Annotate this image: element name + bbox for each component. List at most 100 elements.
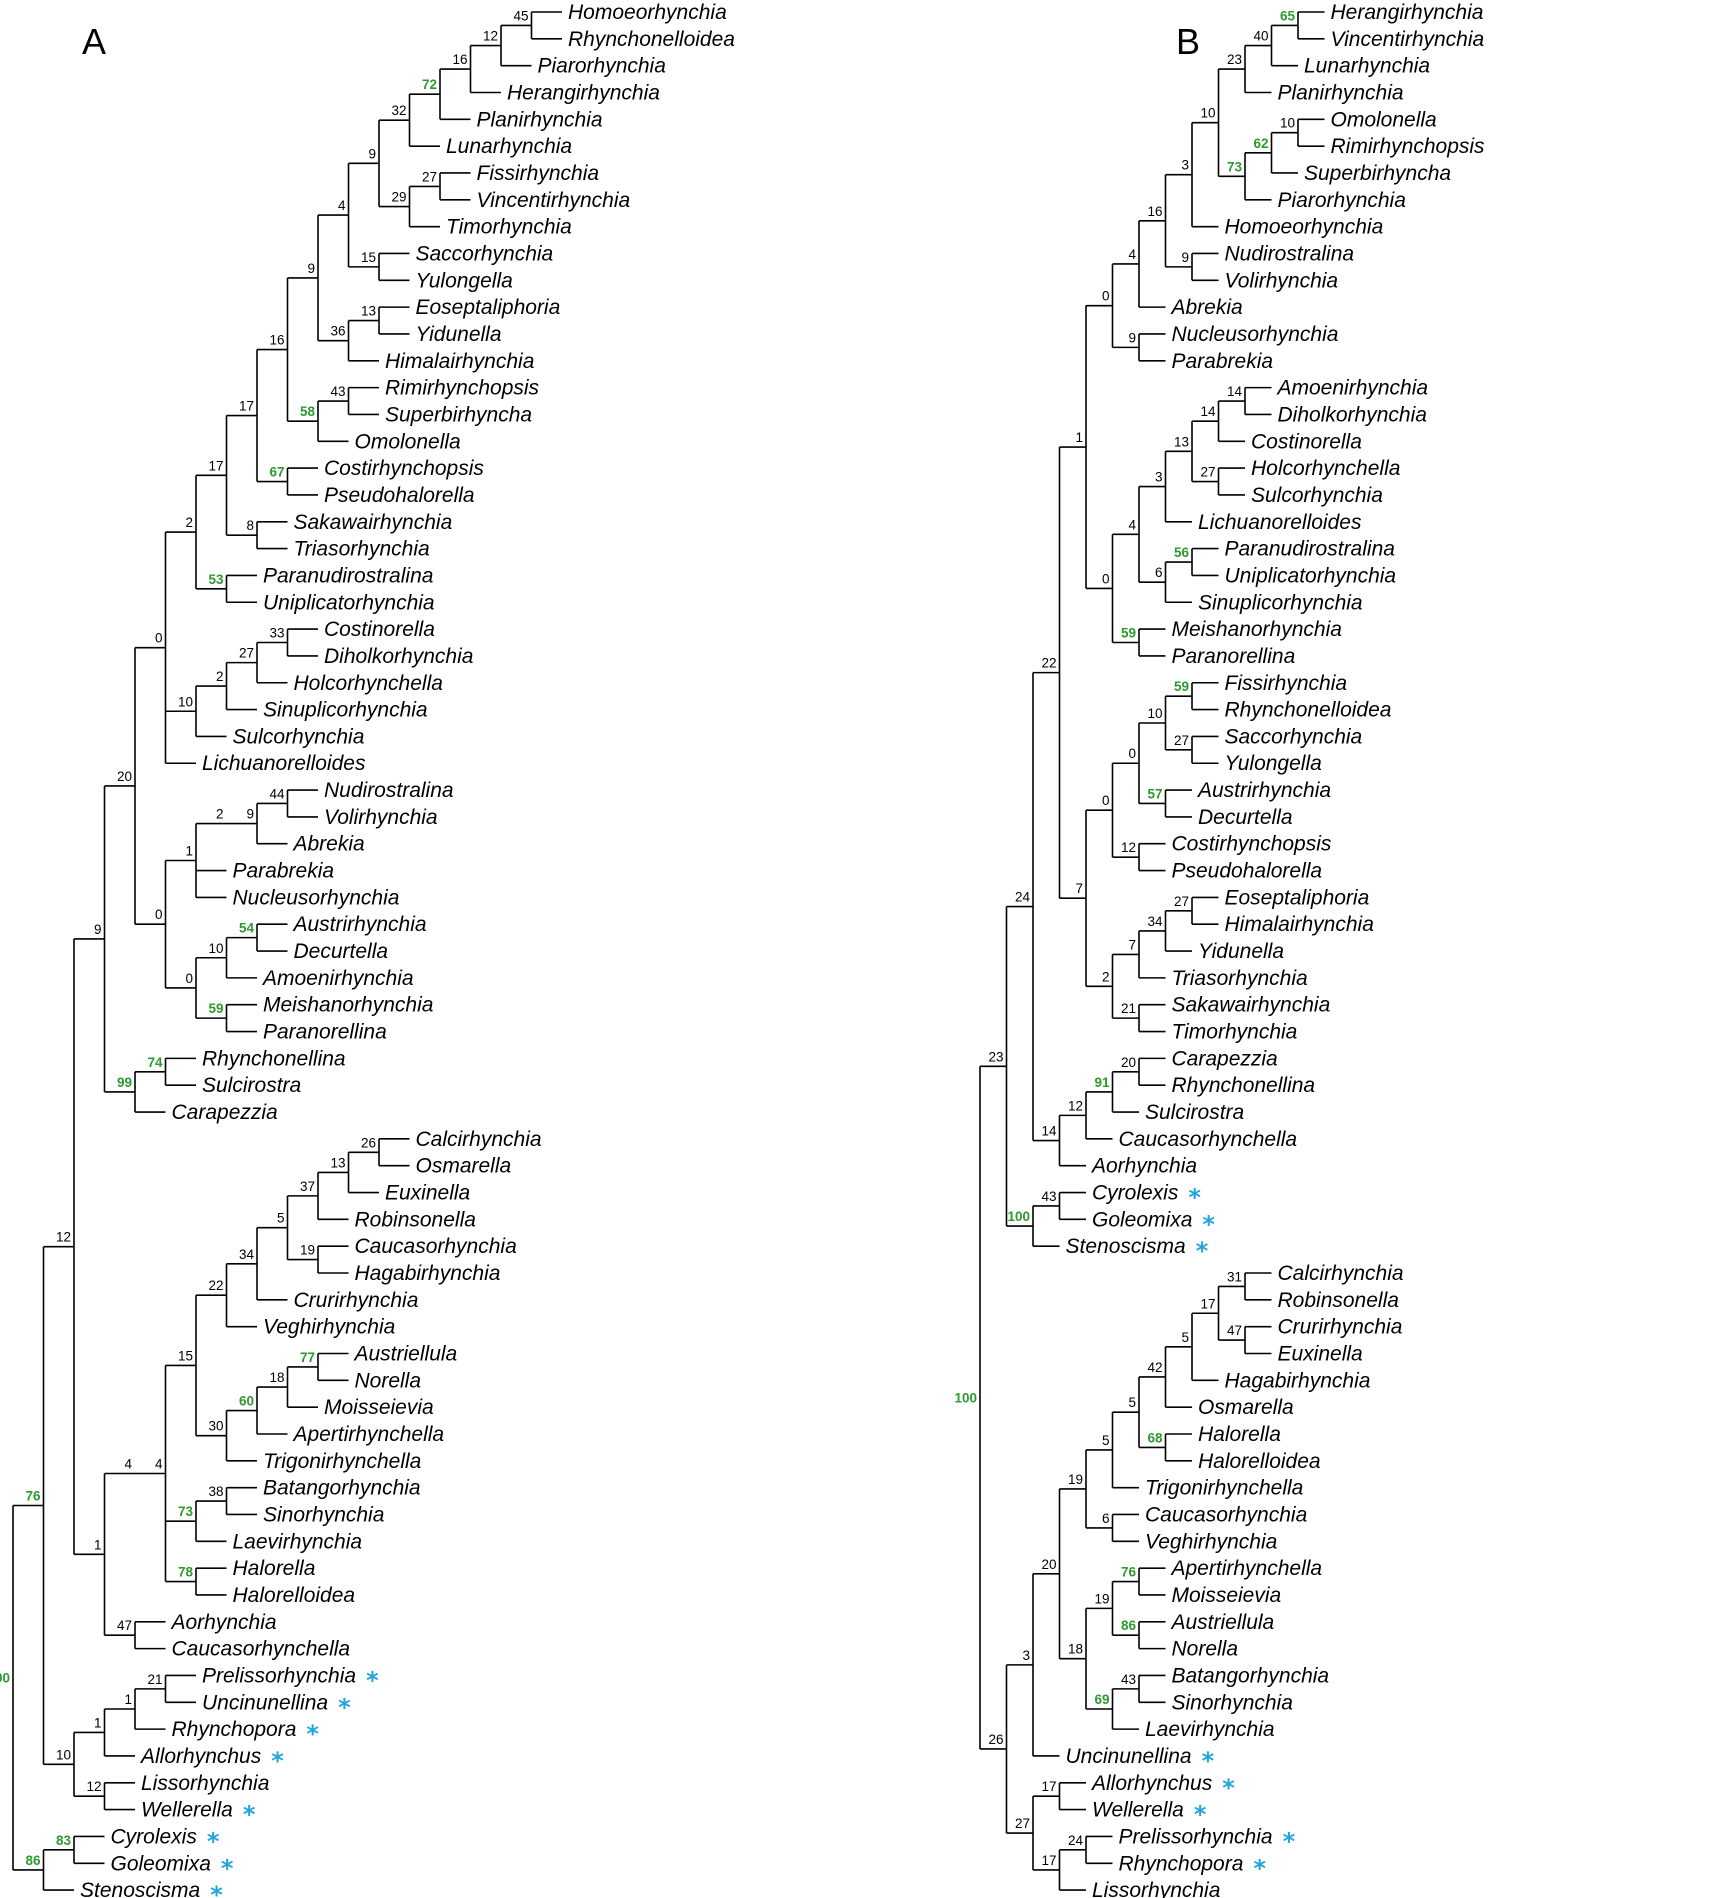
panel-a-label: A <box>82 21 106 62</box>
taxon-label: Pseudohalorella <box>324 484 475 507</box>
support-value: 86 <box>1121 1618 1137 1633</box>
taxon-label: Parabrekia <box>1172 350 1274 373</box>
taxon-label: Paranudirostralina <box>263 564 433 587</box>
taxon-label: Holcorhynchella <box>294 672 443 695</box>
taxon-label: Moisseievia <box>1172 1584 1282 1607</box>
taxon-label: Amoenirhynchia <box>1276 377 1429 400</box>
support-value: 0 <box>1102 793 1110 808</box>
support-value: 40 <box>1253 29 1268 44</box>
support-value: 21 <box>147 1672 162 1687</box>
support-value: 17 <box>1041 1853 1056 1868</box>
taxon-label: Sinuplicorhynchia <box>1198 591 1363 614</box>
support-value: 86 <box>25 1853 41 1868</box>
support-value: 76 <box>1121 1565 1137 1580</box>
support-value: 10 <box>1147 706 1162 721</box>
taxon-label: Eoseptaliphoria <box>416 296 561 319</box>
taxon-label: Prelissorhynchia <box>202 1664 356 1687</box>
support-value: 20 <box>1121 1055 1136 1070</box>
taxon-label: Superbirhyncha <box>385 403 532 426</box>
taxon-label: Homoeorhynchia <box>1225 216 1384 239</box>
taxon-label: Costinorella <box>324 618 435 641</box>
taxon-label: Timorhynchia <box>446 216 572 239</box>
support-value: 23 <box>988 1049 1003 1064</box>
taxon-label: Caucasorhynchia <box>1145 1503 1307 1526</box>
taxon-label: Diholkorhynchia <box>1278 403 1427 426</box>
support-value: 10 <box>56 1747 71 1762</box>
taxon-label: Volirhynchia <box>324 806 438 829</box>
taxon-label: Yulongella <box>416 269 513 292</box>
support-value: 30 <box>208 1419 223 1434</box>
taxon-label: Rhynchopora <box>172 1718 297 1741</box>
taxon-label: Hagabirhynchia <box>355 1262 501 1285</box>
taxon-label: Osmarella <box>1198 1396 1294 1419</box>
taxon-label: Vincentirhynchia <box>1331 28 1485 51</box>
support-value: 9 <box>1181 250 1189 265</box>
taxon-label: Diholkorhynchia <box>324 645 473 668</box>
taxon-label: Crurirhynchia <box>1278 1316 1403 1339</box>
support-value: 9 <box>246 807 254 822</box>
taxon-label: Nucleusorhynchia <box>233 886 400 909</box>
support-value: 9 <box>94 922 102 937</box>
outgroup-star-icon: * <box>338 1693 351 1721</box>
outgroup-star-icon: * <box>1202 1747 1215 1775</box>
outgroup-star-icon: * <box>271 1747 284 1775</box>
taxon-label: Aorhynchia <box>170 1611 277 1634</box>
taxon-label: Osmarella <box>416 1155 512 1178</box>
support-value: 2 <box>216 669 224 684</box>
support-value: 12 <box>86 1779 101 1794</box>
taxon-label: Omolonella <box>1331 108 1437 131</box>
taxon-label: Abrekia <box>292 833 365 856</box>
support-value: 12 <box>1121 840 1136 855</box>
outgroup-star-icon: * <box>207 1827 220 1855</box>
support-value: 16 <box>269 333 284 348</box>
support-value: 1 <box>94 1715 102 1730</box>
support-value: 32 <box>391 103 406 118</box>
support-value: 24 <box>1068 1833 1084 1848</box>
support-value: 4 <box>1128 247 1136 262</box>
support-value: 42 <box>1147 1360 1162 1375</box>
taxon-label: Apertirhynchella <box>292 1423 445 1446</box>
taxon-label: Piarorhynchia <box>538 55 666 78</box>
support-value: 83 <box>56 1833 72 1848</box>
support-value: 10 <box>208 941 223 956</box>
taxon-label: Himalairhynchia <box>1225 913 1374 936</box>
outgroup-star-icon: * <box>1202 1210 1215 1238</box>
support-value: 4 <box>124 1457 132 1472</box>
support-value: 20 <box>1041 1557 1056 1572</box>
support-value: 53 <box>208 572 224 587</box>
support-value: 17 <box>1200 1296 1215 1311</box>
taxon-label: Uncinunellina <box>202 1691 328 1714</box>
support-value: 34 <box>239 1247 255 1262</box>
support-value: 5 <box>1102 1433 1110 1448</box>
taxon-label: Vincentirhynchia <box>477 189 631 212</box>
support-value: 78 <box>178 1565 194 1580</box>
support-value: 26 <box>361 1135 376 1150</box>
support-value: 9 <box>368 146 376 161</box>
taxon-label: Veghirhynchia <box>263 1316 395 1339</box>
support-value: 17 <box>1041 1779 1056 1794</box>
taxon-label: Euxinella <box>385 1182 470 1205</box>
taxon-label: Trigonirhynchella <box>263 1450 421 1473</box>
taxon-label: Veghirhynchia <box>1145 1530 1277 1553</box>
taxon-label: Wellerella <box>141 1799 233 1822</box>
taxon-label: Cyrolexis <box>1092 1182 1179 1205</box>
support-value: 12 <box>56 1230 71 1245</box>
taxon-label: Austriellula <box>353 1343 458 1366</box>
outgroup-star-icon: * <box>243 1801 256 1829</box>
taxon-label: Rhynchonellina <box>202 1047 346 1070</box>
support-value: 100 <box>1007 1209 1030 1224</box>
taxon-label: Sinorhynchia <box>1172 1691 1293 1714</box>
support-value: 27 <box>422 169 437 184</box>
support-value: 0 <box>155 907 163 922</box>
support-value: 19 <box>1068 1472 1083 1487</box>
support-value: 100 <box>0 1671 10 1686</box>
support-value: 16 <box>1147 204 1162 219</box>
support-value: 57 <box>1147 786 1162 801</box>
support-value: 44 <box>269 786 285 801</box>
support-value: 43 <box>1121 1672 1136 1687</box>
taxon-label: Moisseievia <box>324 1396 434 1419</box>
support-value: 0 <box>1102 289 1110 304</box>
support-value: 4 <box>338 198 346 213</box>
